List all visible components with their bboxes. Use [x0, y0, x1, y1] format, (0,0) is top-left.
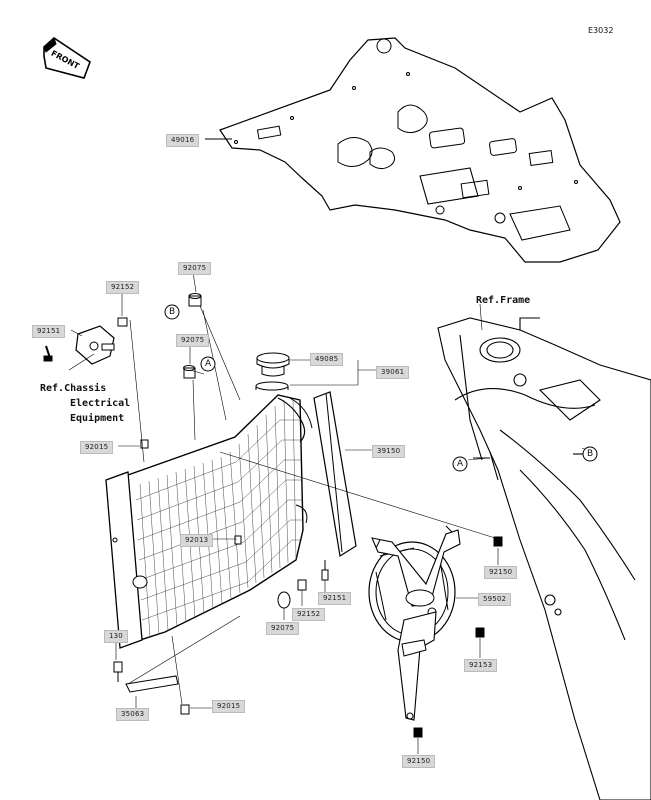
part-label-92151-left: 92151	[32, 325, 66, 338]
part-label-92075-mid: 92075	[176, 334, 210, 347]
part-label-49016: 49016	[166, 134, 200, 147]
part-label-92152-bottom: 92152	[292, 608, 326, 621]
part-label-39061: 39061	[376, 366, 410, 379]
radiator-hose	[313, 391, 357, 557]
part-label-92150-right: 92150	[484, 566, 518, 579]
part-label-92015-top: 92015	[80, 441, 114, 454]
cooling-fan	[368, 525, 461, 721]
part-label-92150-bottom: 92150	[402, 755, 436, 768]
part-label-92075-bottom: 92075	[266, 622, 300, 635]
callout-circles	[164, 304, 598, 472]
diagram-code: E3032	[588, 26, 614, 35]
ref-chassis-line1: Ref.Chassis	[40, 383, 107, 394]
ref-chassis-line3: Equipment	[70, 413, 125, 424]
radiator-core	[105, 394, 313, 649]
part-label-92013: 92013	[180, 534, 214, 547]
callout-b-left: B	[169, 307, 176, 317]
frame-section	[437, 317, 651, 800]
callout-a-right: A	[457, 459, 464, 469]
hardware	[43, 293, 503, 738]
part-label-92153: 92153	[464, 659, 498, 672]
part-label-92015-bottom: 92015	[212, 700, 246, 713]
part-label-59502: 59502	[478, 593, 512, 606]
radiator-cap	[255, 352, 290, 391]
part-label-92152-top: 92152	[106, 281, 140, 294]
callout-b-right: B	[587, 449, 594, 459]
heat-shield-plate	[205, 37, 621, 263]
part-label-35063: 35063	[116, 708, 150, 721]
part-label-92075-top: 92075	[178, 262, 212, 275]
part-label-39150: 39150	[372, 445, 406, 458]
part-label-49085: 49085	[310, 353, 344, 366]
ref-chassis-line2: Electrical	[70, 398, 131, 409]
callout-a-left: A	[205, 359, 212, 369]
part-label-130: 130	[104, 630, 128, 643]
part-label-92151-bottom: 92151	[318, 592, 352, 605]
ref-frame: Ref.Frame	[476, 295, 531, 306]
front-arrow-icon: FRONT	[43, 36, 91, 79]
